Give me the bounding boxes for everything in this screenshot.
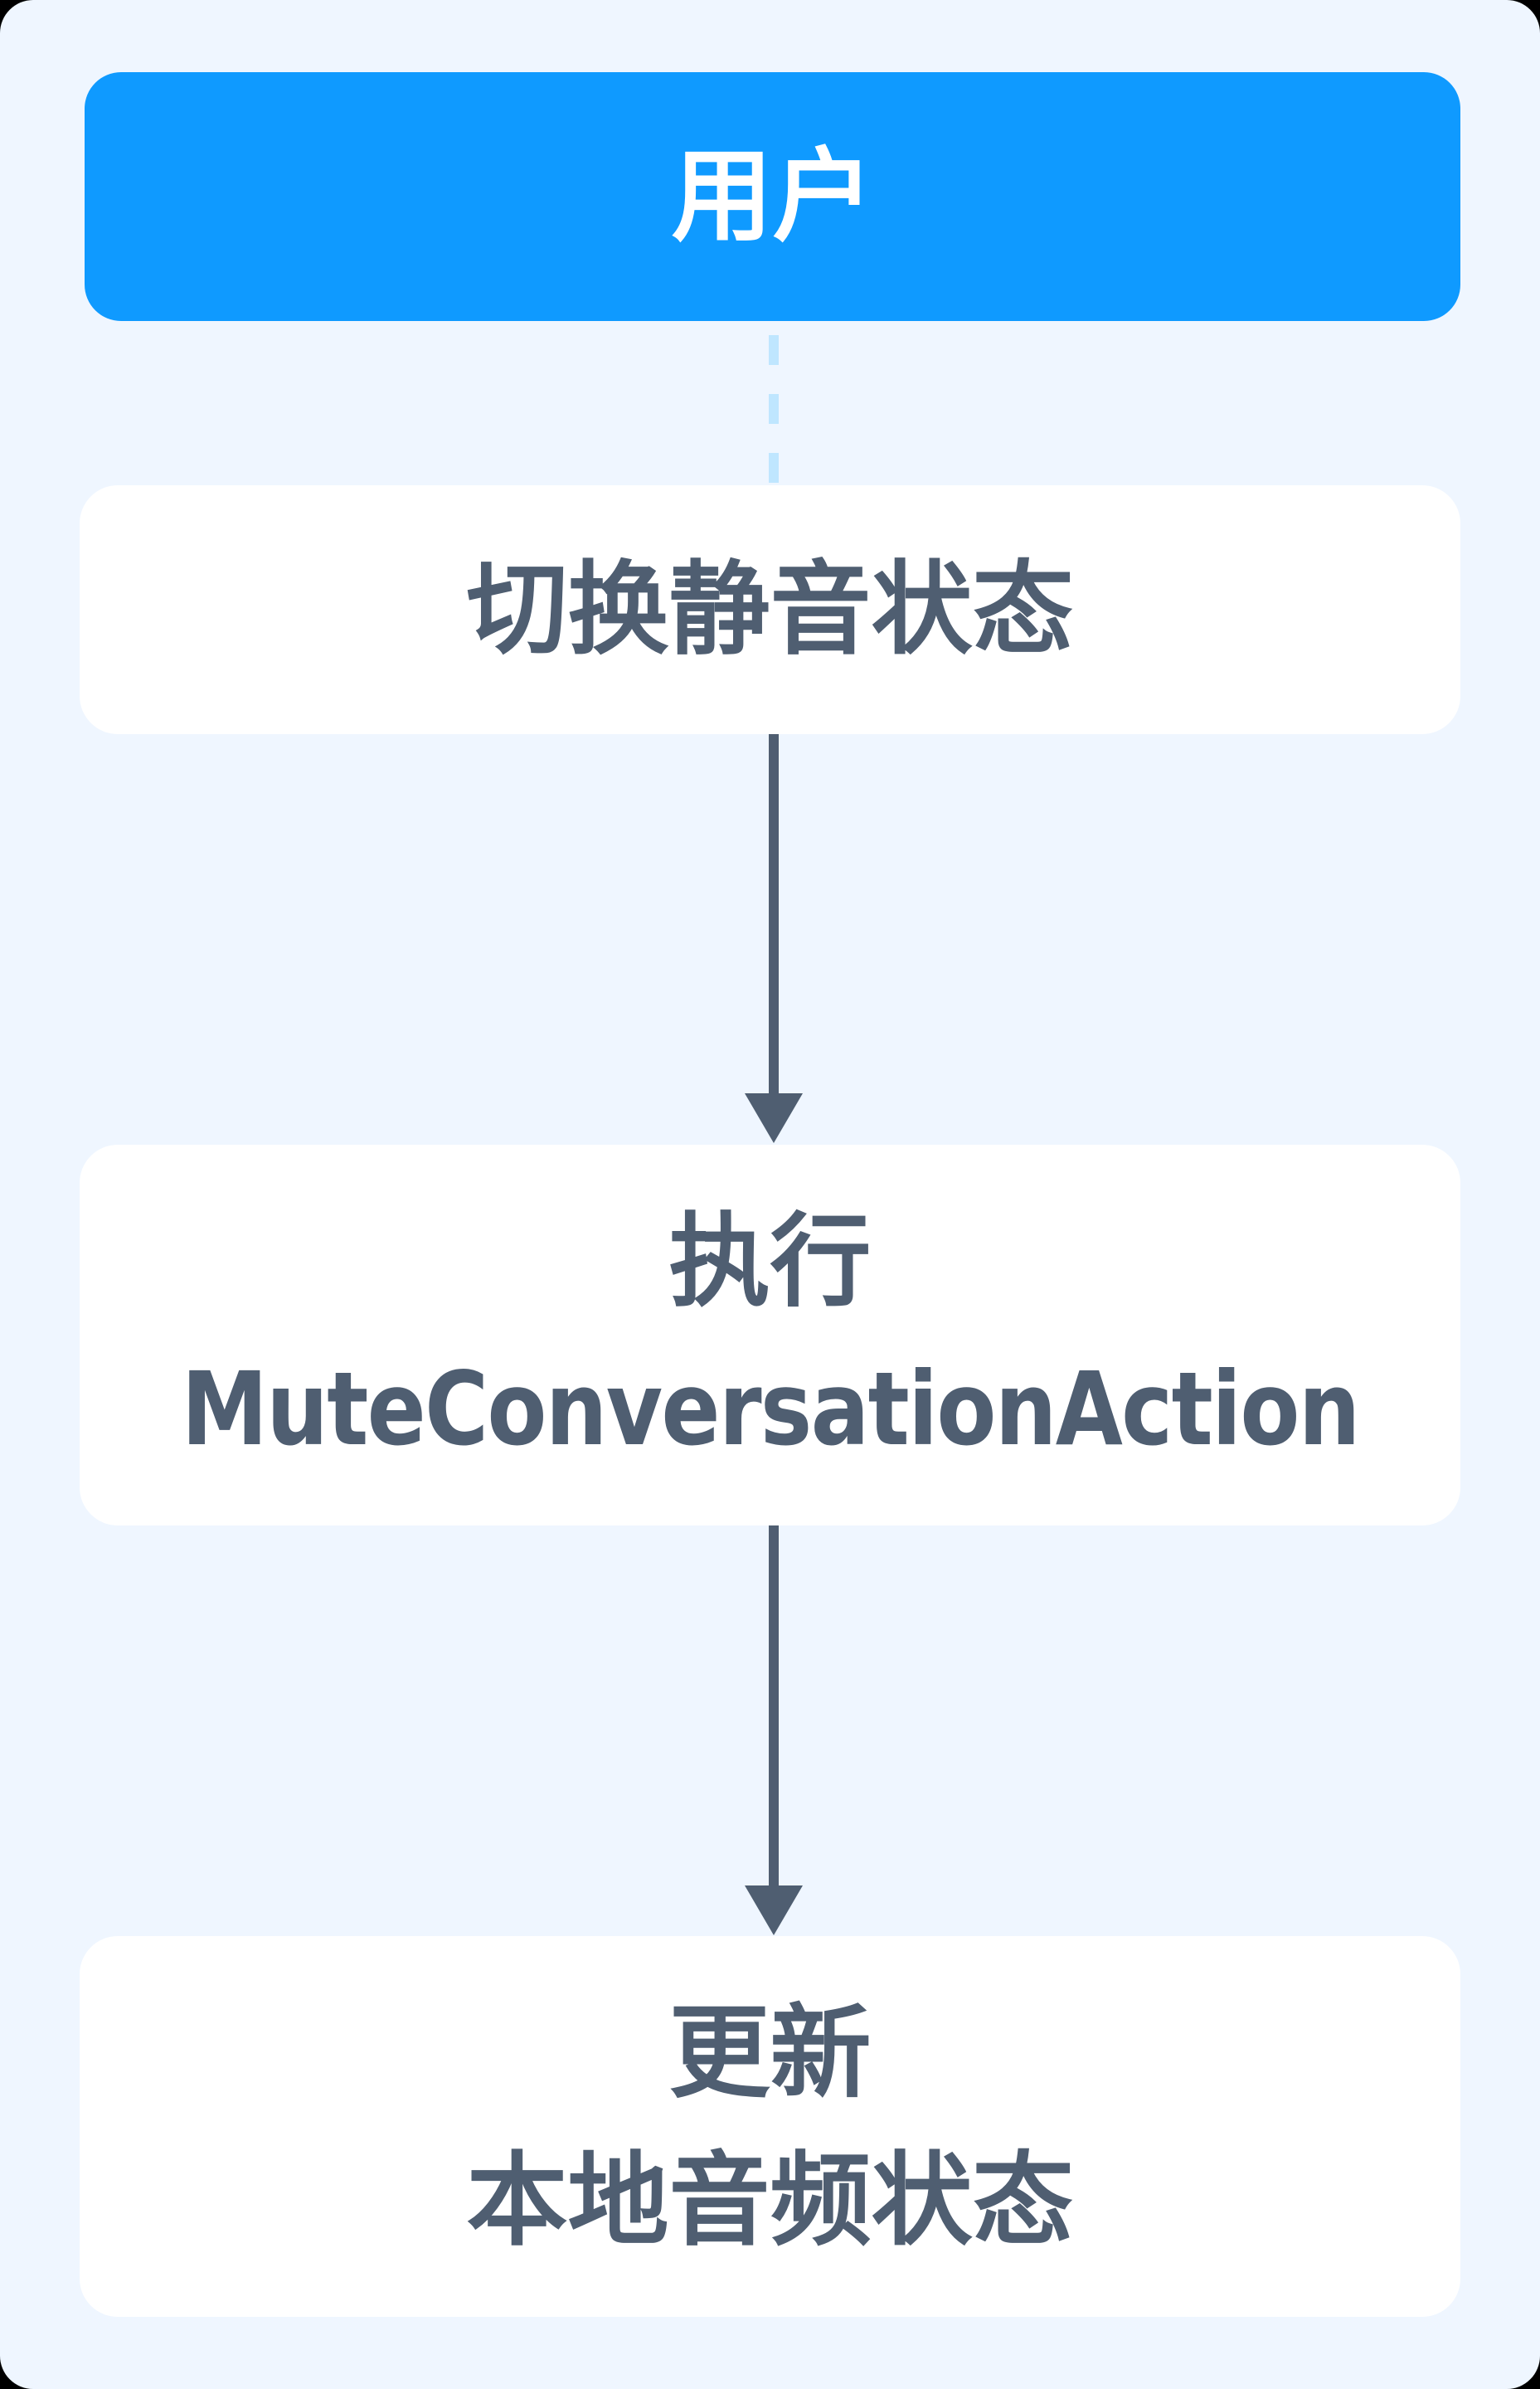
node-execute-label-line1: 执行	[668, 1204, 872, 1318]
node-update-audio-state: 更新 本地音频状态	[80, 1936, 1460, 2317]
arrow-down-icon	[745, 1885, 803, 1935]
node-toggle-mute-label: 切换静音状态	[466, 553, 1074, 666]
dashed-connector-user-to-toggle	[769, 321, 779, 485]
arrow-toggle-to-execute-line	[769, 734, 779, 1094]
node-execute-label-line2: MuteConversationAction	[181, 1350, 1360, 1468]
arrow-execute-to-update-line	[769, 1525, 779, 1886]
node-user-label: 用户	[671, 140, 874, 253]
arrow-down-icon	[745, 1093, 803, 1143]
node-update-label-line2: 本地音频状态	[466, 2143, 1074, 2257]
node-toggle-mute: 切换静音状态	[80, 485, 1460, 734]
node-execute-action: 执行 MuteConversationAction	[80, 1145, 1460, 1525]
node-user: 用户	[85, 72, 1460, 321]
node-update-label-line1: 更新	[668, 1996, 872, 2109]
